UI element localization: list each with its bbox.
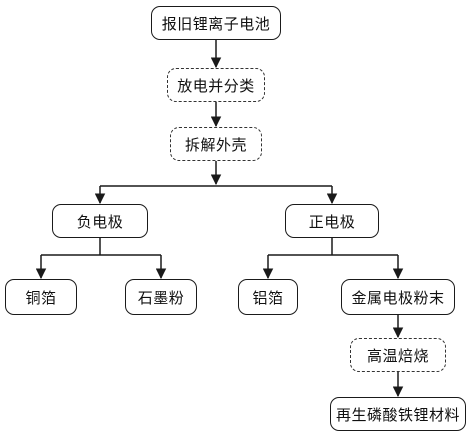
node-discharge: 放电并分类	[167, 68, 265, 102]
node-graphite-powder: 石墨粉	[125, 279, 197, 315]
node-aluminum-foil: 铝箔	[238, 279, 298, 315]
node-metal-electrode-powder: 金属电极粉末	[341, 279, 455, 315]
node-positive-electrode: 正电极	[285, 204, 379, 238]
node-negative-electrode: 负电极	[52, 204, 148, 238]
node-root: 报旧锂离子电池	[151, 6, 281, 40]
node-copper-foil: 铜箔	[5, 279, 77, 315]
node-regenerated-lfp-material: 再生磷酸铁锂材料	[330, 397, 466, 431]
node-dismantle: 拆解外壳	[170, 127, 262, 161]
node-high-temp-calcination: 高温焙烧	[350, 338, 446, 372]
